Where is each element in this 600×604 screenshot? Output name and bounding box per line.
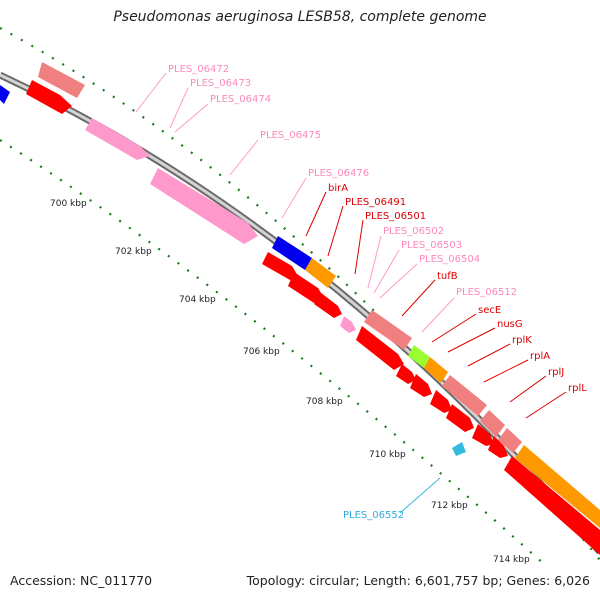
gene-arrow [430, 390, 452, 413]
accession-label: Accession: NC_011770 [10, 573, 153, 588]
scale-label-702: 702 kbp [115, 247, 152, 257]
gene-rplJ [498, 428, 522, 453]
gene-label-rplJ: rplJ [548, 367, 564, 378]
gene-label-rplL: rplL [568, 383, 587, 394]
gene-label-ples-06503: PLES_06503 [401, 240, 462, 251]
gene-labels: PLES_06472 PLES_06473 PLES_06474 PLES_06… [168, 64, 587, 521]
label-leader-lines [135, 72, 567, 514]
gene-label-ples-06491: PLES_06491 [345, 197, 406, 208]
map-title: Pseudomonas aeruginosa LESB58, complete … [113, 9, 487, 25]
scale-label-706: 706 kbp [243, 347, 280, 357]
gene-arrow-pink [340, 316, 356, 333]
gene-arrow [446, 404, 474, 432]
gene-label-ples-06501: PLES_06501 [365, 211, 426, 222]
scale-label-708: 708 kbp [306, 397, 343, 407]
gene-arrow [488, 436, 508, 458]
gene-arrow [410, 374, 432, 397]
gene-arrow [472, 424, 494, 446]
scale-label-712: 712 kbp [431, 501, 468, 511]
genome-backbone [0, 71, 600, 555]
gene-arrow [314, 292, 342, 318]
scale-label-710: 710 kbp [369, 450, 406, 460]
gene-arrow [396, 364, 416, 384]
scale-label-704: 704 kbp [179, 295, 216, 305]
gene-label-birA: birA [328, 183, 348, 194]
gene-rplA [480, 410, 505, 437]
gene-label-rplA: rplA [530, 351, 550, 362]
gene-block [38, 62, 85, 98]
gene-arrow [356, 326, 404, 370]
gene-birA [272, 236, 312, 270]
gene-label-ples-06552: PLES_06552 [343, 510, 404, 521]
gene-label-ples-06476: PLES_06476 [308, 168, 369, 179]
gene-label-ples-06472: PLES_06472 [168, 64, 229, 75]
gene-arrow [262, 252, 298, 280]
gene-label-nusG: nusG [497, 319, 523, 330]
gene-label-tufB: tufB [437, 271, 458, 282]
gene-label-ples-06475: PLES_06475 [260, 130, 321, 141]
gene-label-ples-06504: PLES_06504 [419, 254, 480, 265]
gene-rplL [515, 445, 600, 528]
gene-nusG [424, 357, 448, 383]
gene-label-secE: secE [478, 305, 501, 316]
gene-ples-06491 [305, 258, 336, 288]
gene-arrow [288, 272, 324, 303]
gene-arrow-ples-06475 [85, 118, 150, 160]
inner-strand-genes [0, 80, 600, 555]
scale-labels: 700 kbp 702 kbp 704 kbp 706 kbp 708 kbp … [50, 199, 530, 565]
outer-strand-genes [38, 62, 600, 528]
gene-label-ples-06473: PLES_06473 [190, 78, 251, 89]
scale-label-714: 714 kbp [493, 555, 530, 565]
scale-label-700: 700 kbp [50, 199, 87, 209]
gene-label-ples-06474: PLES_06474 [210, 94, 271, 105]
gene-rplK [442, 375, 487, 416]
gene-label-ples-06512: PLES_06512 [456, 287, 517, 298]
gene-label-ples-06502: PLES_06502 [383, 226, 444, 237]
gene-secE [408, 345, 430, 368]
gene-arrow-large [504, 456, 600, 555]
gene-block-blue [0, 85, 10, 104]
gene-arrow-ples-06476 [150, 168, 258, 244]
gene-arrow [26, 80, 72, 114]
topology-summary: Topology: circular; Length: 6,601,757 bp… [246, 573, 590, 588]
gene-ples-06552 [452, 442, 466, 456]
gene-ples-06504 [364, 310, 412, 350]
gene-label-rplK: rplK [512, 335, 532, 346]
